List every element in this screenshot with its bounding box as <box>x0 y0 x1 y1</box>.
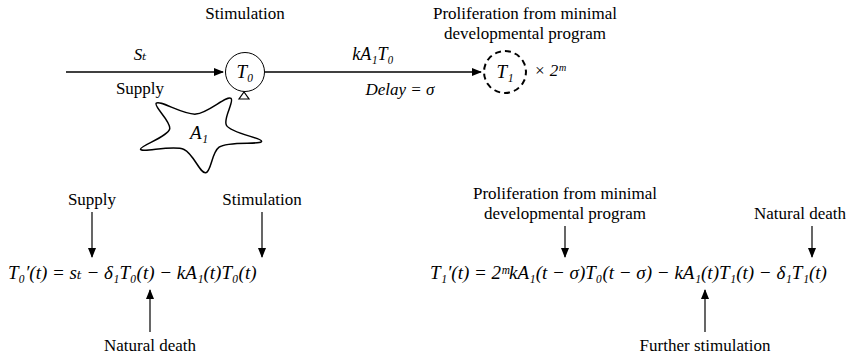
proliferation-factor-label: × 2ᵐ <box>534 61 565 81</box>
rate-label: kA₁T₀ <box>350 44 396 64</box>
node-label: T₀ <box>236 61 253 83</box>
further-stimulation-annotation: Further stimulation <box>640 336 771 356</box>
annotation-arrow <box>261 212 262 257</box>
annotation-arrow <box>811 226 812 257</box>
stimulation-arrow <box>265 71 481 72</box>
cell-circle: T₀ <box>225 52 265 92</box>
annotation-arrow <box>91 212 92 257</box>
proliferation-label: Proliferation from minimal developmental… <box>407 4 643 44</box>
natural-death-annotation: Natural death <box>104 336 196 356</box>
node-label: T₁ <box>496 61 513 83</box>
proliferating-cell-circle: T₁ <box>483 50 527 94</box>
supply-rate-label: Sₜ <box>134 45 147 65</box>
supply-annotation: Supply <box>68 190 116 210</box>
delay-label: Delay = σ <box>366 80 435 100</box>
annotation-arrow <box>564 226 565 257</box>
annotation-arrow <box>149 290 150 332</box>
proliferation-annotation: Proliferation from minimal developmental… <box>447 184 683 224</box>
receptor-contact <box>239 92 249 99</box>
supply-arrow <box>66 71 223 72</box>
stimulation-annotation: Stimulation <box>222 190 301 210</box>
equation: T₁′(t) = 2ᵐkA₁(t − σ)T₀(t − σ) − kA₁(t)T… <box>430 262 827 284</box>
natural-death-annotation: Natural death <box>754 204 846 224</box>
star-outline-path <box>141 98 262 173</box>
equation: T₀′(t) = sₜ − δ₁T₀(t) − kA₁(t)T₀(t) <box>8 262 257 284</box>
node-label: A₁ <box>190 122 208 144</box>
antigen-presenting-cell: A₁ <box>128 88 270 178</box>
stimulation-label: Stimulation <box>205 4 284 24</box>
annotation-arrow <box>704 290 705 332</box>
supply-label: Supply <box>116 79 164 99</box>
